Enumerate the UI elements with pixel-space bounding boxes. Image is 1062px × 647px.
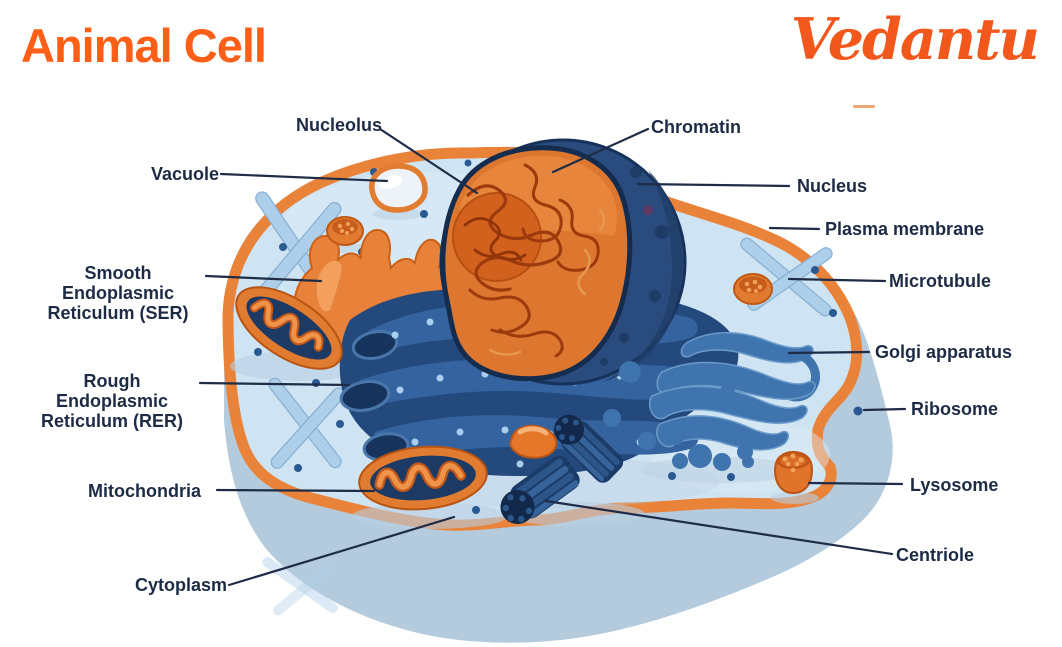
chromatin-strands — [463, 163, 606, 358]
leader-line-nucleolus — [378, 127, 479, 195]
label-smooth-er: Smooth Endoplasmic Reticulum (SER) — [47, 263, 189, 324]
golgi-apparatus-shape — [603, 332, 820, 471]
centriole-shape-1 — [500, 455, 580, 524]
label-plasma-membrane: Plasma membrane — [825, 219, 985, 239]
leader-line-microtubule — [787, 277, 887, 283]
label-golgi-apparatus: Golgi apparatus — [875, 342, 1013, 362]
label-microtubule: Microtubule — [889, 271, 991, 291]
leader-line-smooth-er — [204, 274, 323, 283]
leader-line-plasma-membrane — [768, 226, 821, 231]
page-title: Animal Cell — [21, 19, 267, 72]
leader-line-cytoplasm — [227, 515, 456, 587]
label-nucleus: Nucleus — [797, 176, 868, 196]
label-lysosome: Lysosome — [910, 475, 999, 495]
nucleus-shape — [439, 138, 687, 386]
vacuole-shape — [369, 163, 428, 213]
leader-line-nucleus — [636, 182, 791, 188]
mitochondria-shape-upper — [235, 286, 343, 370]
centriole-shape-2 — [553, 414, 624, 483]
vesicle-cup-left — [326, 216, 364, 246]
leader-line-mitochondria — [215, 488, 376, 493]
mitochondria-shape-lower — [358, 445, 488, 511]
label-centriole: Centriole — [896, 545, 975, 565]
leader-line-centriole — [544, 499, 894, 556]
lysosome-shape — [773, 450, 814, 495]
label-rough-er: Rough Endoplasmic Reticulum (RER) — [40, 371, 183, 432]
label-ribosome: Ribosome — [911, 399, 999, 419]
leader-line-golgi — [787, 350, 871, 355]
orange-vesicle-shape — [509, 424, 558, 459]
vedantu-logo-swoosh — [853, 105, 875, 108]
leader-line-ribosome — [862, 407, 907, 412]
leader-line-lysosome — [807, 481, 904, 486]
vesicle-cup-right — [733, 273, 773, 305]
leader-line-chromatin — [551, 127, 650, 174]
label-nucleolus: Nucleolus — [296, 115, 383, 135]
golgi-vesicles — [603, 361, 754, 471]
leader-line-vacuole — [219, 172, 389, 183]
label-cytoplasm: Cytoplasm — [135, 575, 228, 595]
label-vacuole: Vacuole — [151, 164, 220, 184]
leader-lines — [198, 127, 907, 587]
lysosome-enzyme-dots — [782, 453, 804, 473]
label-chromatin: Chromatin — [651, 117, 741, 137]
label-mitochondria: Mitochondria — [88, 481, 201, 501]
vedantu-logo: Vedantu — [790, 6, 1040, 73]
leader-line-rough-er — [198, 381, 351, 387]
